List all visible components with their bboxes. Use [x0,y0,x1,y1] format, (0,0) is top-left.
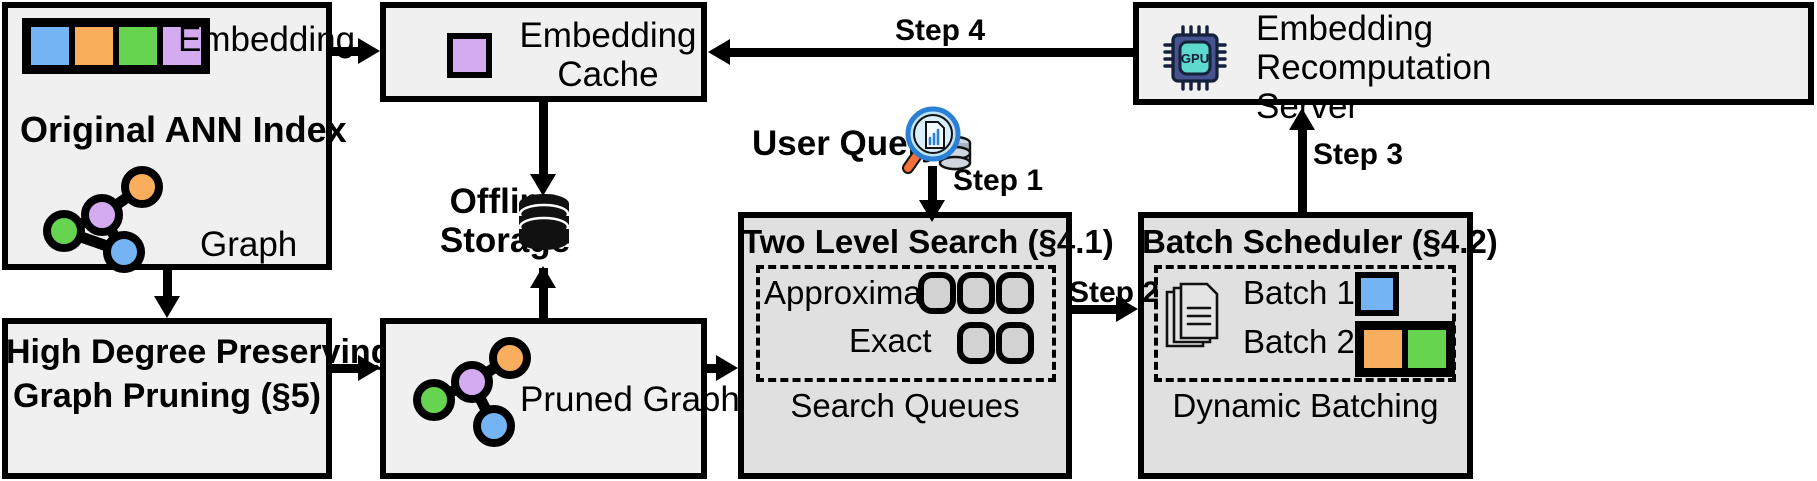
two-level-search-title: Two Level Search (§4.1) [742,223,1114,260]
pruned-graph-icon [413,337,531,447]
step-4-label: Step 4 [895,14,986,47]
recomputation-server-label: Embedding Recomputation Server [1256,9,1492,127]
search-queues-dashed-region [756,265,1056,382]
approximate-queue-tile [957,272,995,314]
documents-icon [1165,282,1219,348]
pruned-graph-label: Pruned Graph [520,380,740,419]
arrow-step2-line [1072,305,1124,314]
embedding-cache-box [380,2,707,102]
arrow-step2-head [1116,296,1138,322]
arrow-cache-to-storage-head [530,174,556,196]
offline-storage-label: Offline Storage [439,182,571,261]
batch-2-swatch-green [1405,327,1449,371]
embedding-cache-swatch [447,33,492,78]
exact-row-label: Exact [849,322,932,359]
original-ann-index-title: Original ANN Index [20,109,347,150]
arrow-cache-to-storage-line [539,102,548,180]
approximate-queue-tile [996,272,1034,314]
arrow-pruned-to-search-head [716,355,738,381]
exact-queue-tile [957,322,995,364]
batch-2-swatch-orange [1361,327,1405,371]
batch-2-label: Batch 2 [1243,323,1355,360]
batch-2-swatch-row [1355,321,1455,377]
arrow-index-to-pruning-head [154,296,180,318]
dynamic-batching-footer: Dynamic Batching [1172,387,1439,424]
embedding-swatch-row [22,18,210,74]
embedding-swatch-green [116,24,160,68]
graph-label: Graph [200,225,298,264]
original-graph-icon [43,166,163,273]
embedding-swatch-purple [160,24,204,68]
database-icon [518,194,570,250]
arrow-index-to-cache-head [358,38,380,64]
step-1-label: Step 1 [953,164,1044,197]
batch-1-swatch-blue [1355,272,1399,316]
arrow-pruned-to-search-line [707,364,723,373]
arrow-pruned-to-storage-head [530,266,556,288]
batch-scheduler-title: Batch Scheduler (§4.2) [1142,223,1498,260]
gpu-chip-text: GPU [1181,51,1209,66]
arrow-step1-line [928,166,937,210]
graph-pruning-label: High Degree Preserving Graph Pruning (§5… [6,333,392,416]
arrow-pruned-to-storage-line [539,268,548,320]
batch-1-label: Batch 1 [1243,274,1355,311]
embedding-swatch-blue [28,24,72,68]
embedding-label: Embedding [178,20,356,59]
arrow-step4-line [730,48,1134,57]
arrow-index-to-cache-line [332,47,362,56]
arrow-step3-head [1289,108,1315,130]
exact-queue-tile [996,322,1034,364]
step-2-label: Step 2 [1069,276,1160,309]
embedding-cache-label: Embedding Cache [519,16,697,95]
arrow-index-to-pruning-line [163,270,172,300]
arrow-step3-line [1298,128,1307,212]
arrow-pruning-to-pruned-line [332,364,362,373]
step-3-label: Step 3 [1313,138,1404,171]
graph-pruning-box [2,318,332,479]
arrow-step4-head [708,39,730,65]
approximate-queue-tile [918,272,956,314]
search-queues-footer: Search Queues [790,387,1020,424]
arrow-pruning-to-pruned-head [358,355,380,381]
gpu-chip-icon: GPU [1163,25,1227,91]
arrow-step1-head [919,200,945,222]
embedding-swatch-orange [72,24,116,68]
search-database-icon [902,106,972,174]
recomputation-server-box [1133,2,1814,105]
